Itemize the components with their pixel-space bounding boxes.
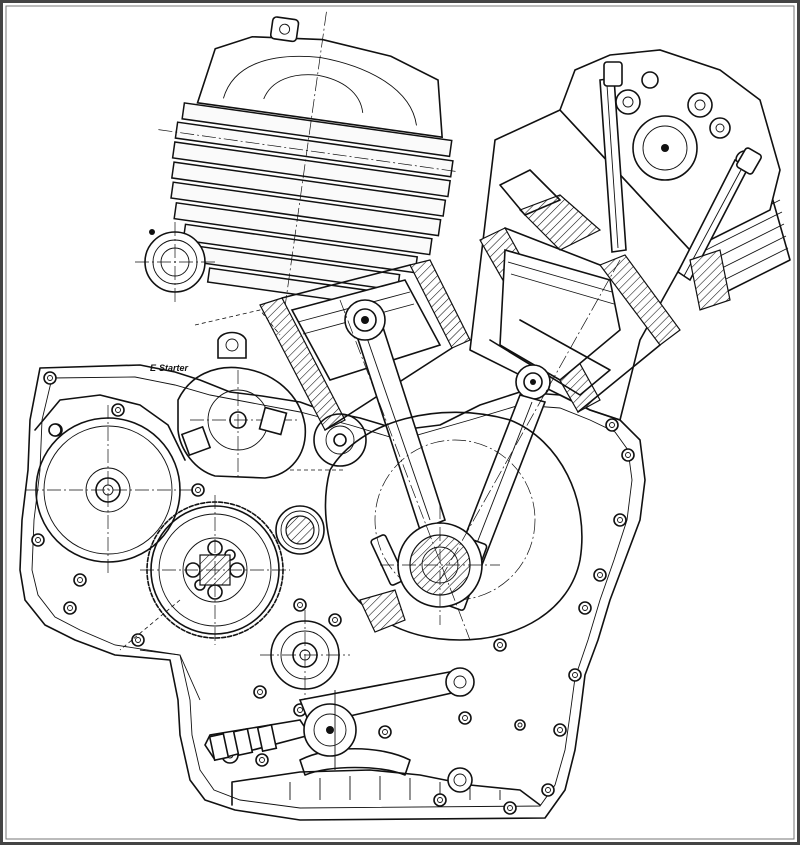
- intermediate-shaft: [275, 505, 325, 555]
- generator: [25, 394, 195, 575]
- primary-idler: [313, 413, 367, 467]
- crankshaft: [324, 411, 583, 641]
- oil-pump-gear: [260, 610, 350, 700]
- front-cylinder: [158, 11, 456, 329]
- rear-cylinder-liner: [479, 227, 681, 413]
- construction-lines: [119, 259, 621, 701]
- inner-border: [5, 5, 795, 840]
- e-starter: E-Starter: [150, 309, 307, 479]
- shift-linkage: [204, 667, 475, 770]
- e-starter-label: E-Starter: [150, 363, 189, 373]
- rear-cylinder: [469, 49, 791, 421]
- clutch-gear: [140, 495, 290, 645]
- front-exhaust-port: [135, 222, 215, 302]
- front-cylinder-liner: [259, 259, 471, 431]
